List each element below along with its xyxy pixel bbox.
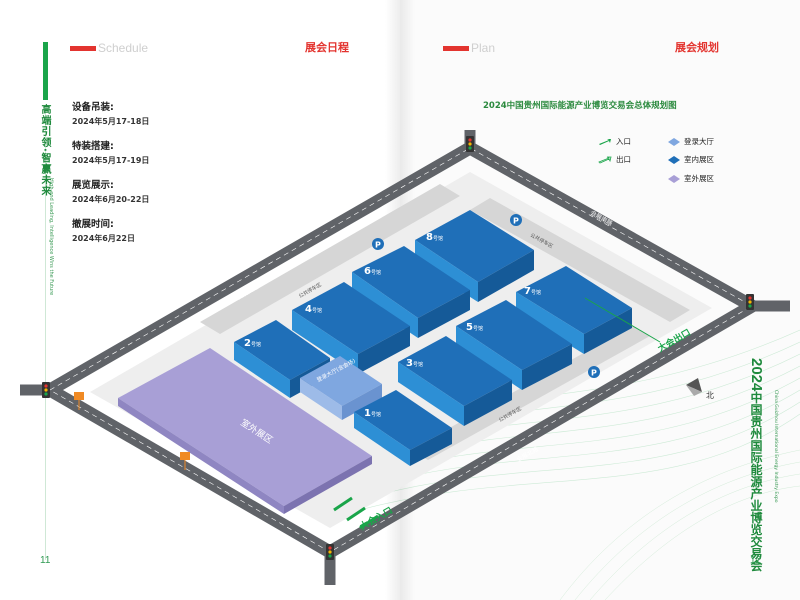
outdoor-area (118, 348, 372, 514)
plan-title: 2024中国贵州国际能源产业博览交易会总体规划图 (483, 101, 677, 111)
hall-3-label: 3号馆 (406, 358, 423, 369)
slogan-english: High-end Leading, Intelligence Wins the … (48, 178, 54, 296)
parking-strips (200, 184, 690, 460)
north-label: 北 (706, 391, 714, 400)
traffic-light-icon (466, 136, 474, 152)
svg-text:P: P (375, 241, 381, 250)
hall-5 (456, 300, 572, 390)
traffic-light-icon (326, 544, 334, 560)
section-heading-en-right: Plan (443, 41, 495, 55)
hall-3 (398, 336, 512, 426)
accent-bar (43, 42, 48, 100)
indoor-swatch-icon (668, 156, 680, 164)
legend-exit: 出口 (598, 154, 631, 165)
main-entrance-arrows (333, 496, 379, 530)
traffic-light-icon (746, 294, 754, 310)
parking-icon: P (588, 366, 600, 378)
schedule-item: 特装搭建: 2024年5月17-19日 (72, 141, 150, 165)
slogan: 高端引领·智赢未来 (39, 104, 50, 197)
svg-text:P: P (591, 369, 597, 378)
hall-7-label: 7号馆 (524, 286, 541, 297)
lobby (300, 356, 382, 420)
accent-line (45, 110, 46, 560)
section-heading-en-left: Schedule (70, 41, 148, 55)
section-heading-schedule: 展会日程 (305, 41, 349, 54)
parking-icon: P (372, 238, 384, 250)
legend-outdoor: 室外展区 (668, 173, 714, 184)
svg-text:P: P (513, 217, 519, 226)
vertical-expo-title: 2024中国贵州国际能源产业博览交易会 (748, 358, 765, 572)
gate-sign-icons (74, 392, 190, 470)
road-label-left-bottom: 会展东路 (169, 479, 194, 498)
schedule-item: 展览展示: 2024年6月20-22日 (72, 180, 150, 204)
hall-8-label: 8号馆 (426, 232, 443, 243)
hall-6-label: 6号馆 (364, 266, 381, 277)
parking-icons: P P P (372, 214, 600, 378)
outdoor-swatch-icon (668, 175, 680, 183)
schedule-item: 撤展时间: 2024年6月22日 (72, 219, 135, 243)
exit-arrow-icon (598, 156, 612, 164)
traffic-light-icon (42, 382, 50, 398)
red-mark (70, 46, 96, 52)
entrance-arrow-icon (599, 139, 611, 145)
legend-entrance: 入口 (598, 136, 631, 147)
exit-route-line (584, 297, 661, 343)
hall-1 (354, 390, 452, 466)
hall-4-label: 4号馆 (305, 304, 322, 315)
page-number-right: 12 (750, 555, 762, 566)
vertical-expo-title-en: China Guizhou International Energy Indus… (773, 390, 778, 503)
section-heading-plan: 展会规划 (675, 41, 719, 54)
legend-indoor: 室内展区 (668, 154, 714, 165)
red-mark (443, 46, 469, 52)
schedule-list: 设备吊装: 2024年5月17-18日 特装搭建: 2024年5月17-19日 … (72, 100, 292, 256)
north-compass-icon (686, 378, 702, 396)
legend-lobby: 登录大厅 (668, 136, 714, 147)
hall-2-label: 2号馆 (244, 338, 261, 349)
hall-5-label: 5号馆 (466, 322, 483, 333)
parking-icon: P (510, 214, 522, 226)
traffic-light-icons (42, 136, 754, 560)
page-number-left: 11 (40, 555, 51, 566)
hall-7 (516, 266, 632, 354)
schedule-item: 设备吊装: 2024年5月17-18日 (72, 102, 150, 126)
hall-1-label: 1号馆 (364, 408, 381, 419)
lobby-swatch-icon (668, 138, 680, 146)
